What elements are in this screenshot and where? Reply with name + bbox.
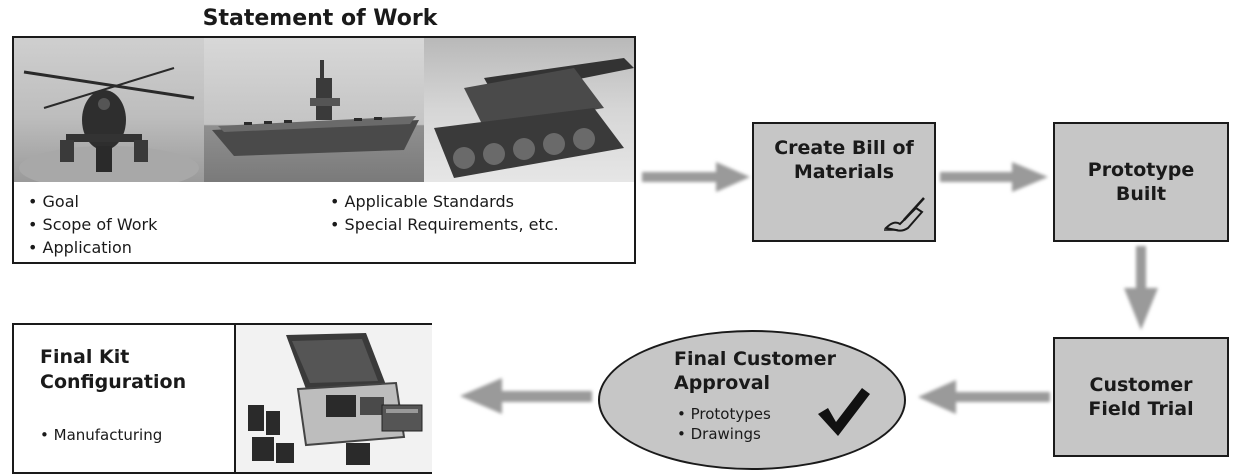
statement-of-work-title: Statement of Work bbox=[202, 6, 438, 31]
final-kit-title-line2: Configuration bbox=[40, 371, 187, 393]
bom-title-line2: Materials bbox=[793, 161, 895, 183]
list-item: Prototypes bbox=[677, 404, 771, 424]
final-approval-oval: Final Customer Approval Prototypes Drawi… bbox=[598, 330, 906, 470]
prototype-built-box: Prototype Built bbox=[1053, 122, 1229, 242]
final-kit-box: Final Kit Configuration Manufacturing bbox=[12, 323, 432, 474]
field-trial-line2: Field Trial bbox=[1088, 398, 1194, 420]
checkmark-icon bbox=[818, 388, 870, 436]
approval-title: Final Customer Approval bbox=[674, 347, 836, 395]
arrow-sow-to-bom bbox=[642, 162, 750, 192]
bom-title-line1: Create Bill of bbox=[774, 137, 914, 159]
statement-of-work-box: Goal Scope of Work Application Applicabl… bbox=[12, 36, 636, 264]
approval-title-line2: Approval bbox=[674, 372, 771, 394]
hand-writing-icon bbox=[883, 197, 925, 232]
arrow-bom-to-prototype bbox=[940, 162, 1048, 192]
create-bom-box: Create Bill of Materials bbox=[752, 122, 936, 242]
prototype-line2: Built bbox=[1115, 183, 1167, 205]
final-kit-title-line1: Final Kit bbox=[40, 346, 130, 368]
military-photo-strip bbox=[14, 38, 634, 182]
requirements-bullet-list: Applicable Standards Special Requirement… bbox=[330, 190, 559, 236]
list-item: Applicable Standards bbox=[330, 190, 559, 213]
kit-case-image bbox=[234, 325, 432, 472]
helicopter-image bbox=[14, 38, 204, 182]
list-item: Application bbox=[28, 236, 157, 259]
scope-bullet-list: Goal Scope of Work Application bbox=[28, 190, 158, 259]
approval-title-line1: Final Customer bbox=[674, 348, 836, 370]
arrow-approval-to-final bbox=[460, 378, 592, 414]
approval-bullet-list: Prototypes Drawings bbox=[677, 404, 771, 444]
list-item: Special Requirements, etc. bbox=[330, 213, 559, 236]
arrow-prototype-to-field bbox=[1124, 246, 1158, 330]
list-item: Manufacturing bbox=[40, 426, 163, 444]
customer-field-trial-box: Customer Field Trial bbox=[1053, 337, 1229, 457]
aircraft-carrier-image bbox=[204, 38, 424, 182]
list-item: Scope of Work bbox=[28, 213, 158, 236]
field-trial-line1: Customer bbox=[1089, 374, 1193, 396]
tank-image bbox=[424, 38, 634, 182]
prototype-line1: Prototype bbox=[1087, 159, 1195, 181]
list-item: Goal bbox=[28, 190, 157, 213]
arrow-field-to-approval bbox=[918, 380, 1050, 414]
list-item: Drawings bbox=[677, 424, 771, 444]
final-kit-title: Final Kit Configuration bbox=[40, 345, 186, 395]
